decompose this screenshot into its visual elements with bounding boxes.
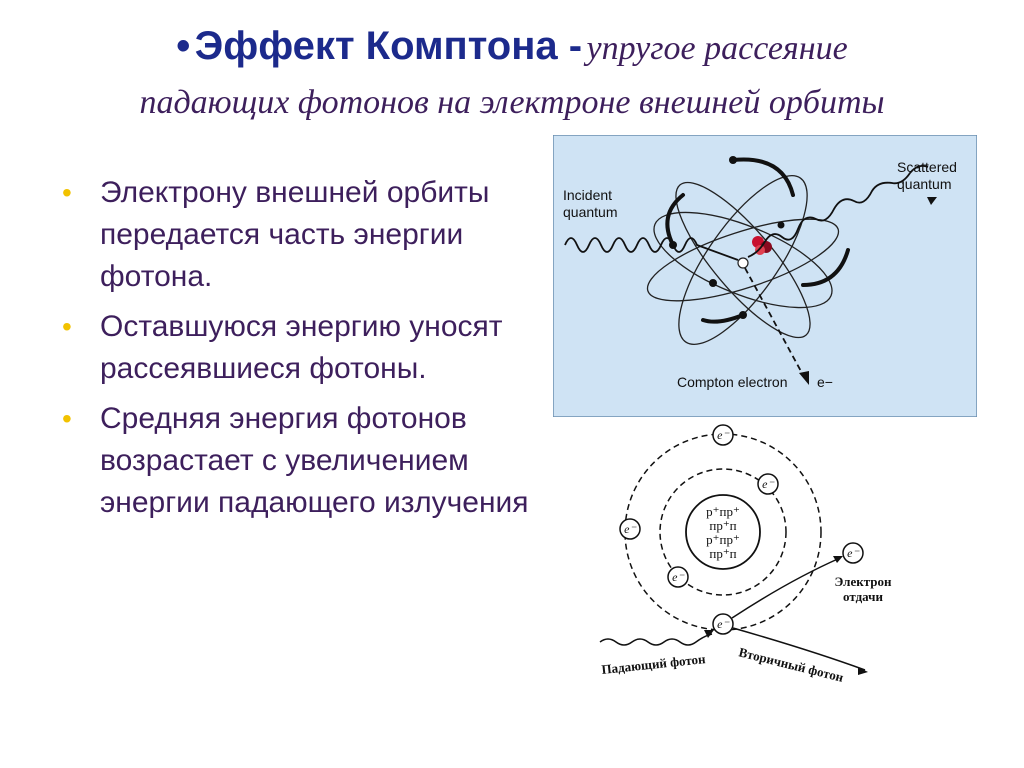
- bullet-text: Электрону внешней орбиты передается част…: [100, 176, 489, 293]
- title-bullet: •: [176, 24, 190, 68]
- electron-label: e⁻: [624, 522, 637, 536]
- scattered-label-line1: Scattered: [897, 159, 957, 175]
- electron-label: e⁻: [847, 546, 860, 560]
- electron-label: e⁻: [762, 477, 775, 491]
- recoil-label-line2: отдачи: [843, 589, 883, 604]
- electron-label: e⁻: [672, 570, 685, 584]
- slide-title: • Эффект Комптона - упругое рассеяние па…: [0, 22, 1024, 133]
- title-term: Эффект Комптона -: [195, 24, 582, 68]
- secondary-photon-label: Вторичный фотон: [737, 644, 845, 685]
- electron-icon: e⁻: [713, 614, 733, 634]
- title-description-line1: упругое рассеяние: [587, 30, 848, 67]
- electron-icon: e⁻: [620, 519, 640, 539]
- compton-atom-figure: Incident quantum Scattered quantum Compt…: [553, 135, 977, 417]
- compton-electron-symbol: e−: [817, 374, 833, 390]
- bullet-text: Средняя энергия фотонов возрастает с уве…: [100, 402, 529, 519]
- bullet-dot-icon: •: [62, 172, 72, 214]
- nucleus-line1: p⁺пp⁺: [706, 504, 740, 519]
- nucleus-line2: пp⁺п: [709, 518, 736, 533]
- scattered-label-line2: quantum: [897, 176, 951, 192]
- bullet-dot-icon: •: [62, 398, 72, 440]
- nucleus-line4: пp⁺п: [709, 546, 736, 561]
- bullet-item: • Оставшуюся энергию уносят рассеявшиеся …: [60, 306, 530, 390]
- bullet-text: Оставшуюся энергию уносят рассеявшиеся ф…: [100, 310, 503, 385]
- bullet-item: • Электрону внешней орбиты передается час…: [60, 172, 530, 298]
- bullet-dot-icon: •: [62, 306, 72, 348]
- electron-label: e⁻: [717, 428, 730, 442]
- electron-icon: e⁻: [668, 567, 688, 587]
- recoil-label-line1: Электрон: [835, 574, 892, 589]
- recoil-arrow: [732, 558, 840, 618]
- compton-electron-label: Compton electron: [677, 374, 788, 390]
- electron-icon: e⁻: [713, 425, 733, 445]
- bullet-list: • Электрону внешней орбиты передается час…: [60, 172, 530, 532]
- bullet-item: • Средняя энергия фотонов возрастает с ув…: [60, 398, 530, 524]
- electron-icon: e⁻: [843, 543, 863, 563]
- incident-label-line1: Incident: [563, 187, 612, 203]
- incident-photon-arrow: [600, 634, 712, 645]
- title-description-line2: падающих фотонов на электроне внешней ор…: [139, 84, 884, 121]
- nucleus-line3: p⁺пp⁺: [706, 532, 740, 547]
- electron-label: e⁻: [717, 617, 730, 631]
- electron-icon: e⁻: [758, 474, 778, 494]
- incident-label-line2: quantum: [563, 204, 617, 220]
- orbit-diagram: p⁺пp⁺ пp⁺п p⁺пp⁺ пp⁺п e⁻ e⁻ e⁻ e⁻ e⁻ e⁻ …: [590, 420, 910, 710]
- incident-photon-label: Падающий фотон: [601, 651, 707, 677]
